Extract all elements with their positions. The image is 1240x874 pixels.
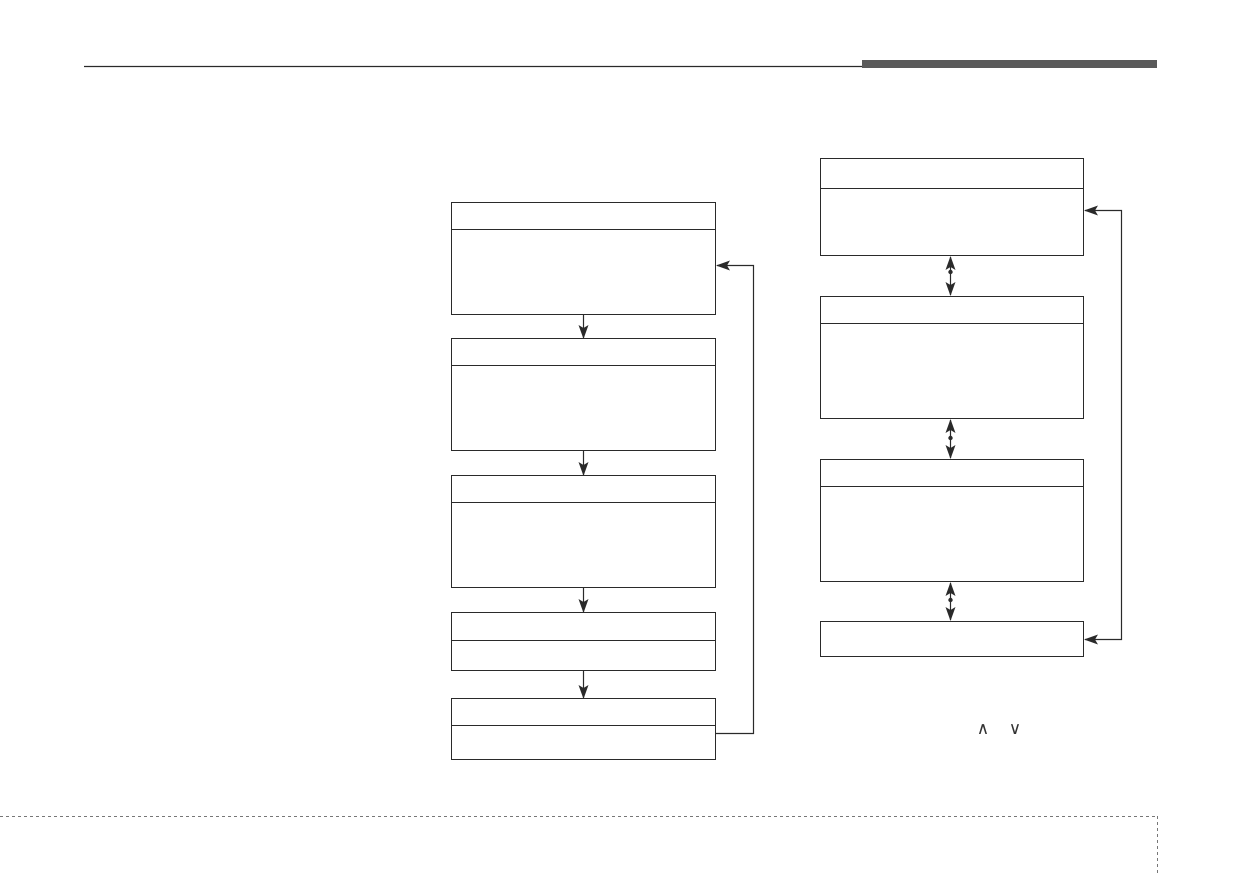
- legend-down-symbol: ∨: [1009, 719, 1021, 739]
- left-box-5: [451, 698, 716, 760]
- right-box-3: [820, 459, 1084, 582]
- right-box-4: [820, 621, 1084, 657]
- left-loop-return-arrow: [716, 260, 755, 735]
- right-loop-link-arrow: [1084, 205, 1123, 645]
- legend-up-symbol: ∧: [977, 719, 989, 739]
- right-arrow-joint-1: [948, 269, 953, 275]
- right-box-1: [820, 158, 1084, 256]
- right-arrow-joint-2: [948, 435, 953, 441]
- left-box-2: [451, 338, 716, 451]
- left-box-3: [451, 475, 716, 588]
- right-arrow-joint-3: [948, 597, 953, 603]
- left-box-1: [451, 202, 716, 315]
- header-section-tab: [862, 60, 1157, 68]
- left-box-4: [451, 612, 716, 671]
- right-box-2: [820, 296, 1084, 419]
